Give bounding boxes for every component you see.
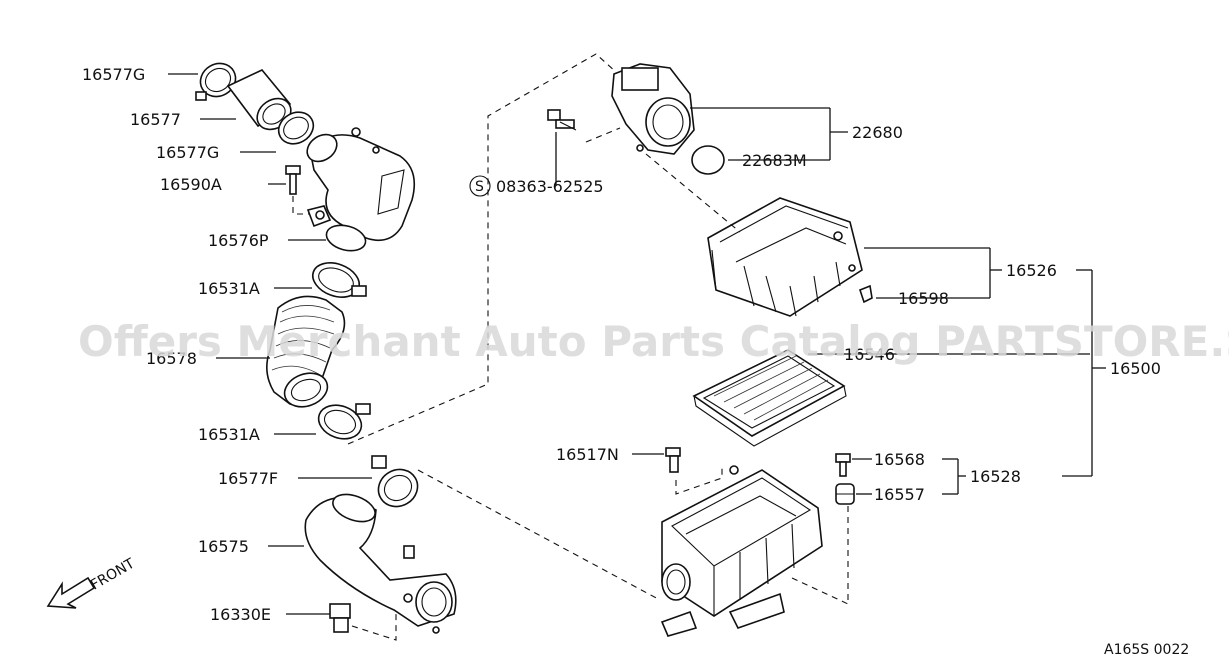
label-16526[interactable]: 16526 (1006, 261, 1057, 280)
clamp-16577g-top-part (195, 62, 237, 101)
duct-16575-part (304, 493, 457, 634)
clamp-16577f-part (371, 455, 419, 508)
label-16531a-lower[interactable]: 16531A (198, 425, 260, 444)
label-16531a-upper[interactable]: 16531A (198, 279, 260, 298)
label-16577f[interactable]: 16577F (218, 469, 278, 488)
label-16500[interactable]: 16500 (1110, 359, 1161, 378)
label-16577[interactable]: 16577 (130, 110, 181, 129)
label-16575[interactable]: 16575 (198, 537, 249, 556)
label-16517n[interactable]: 16517N (556, 445, 619, 464)
label-16330e[interactable]: 16330E (210, 605, 271, 624)
gasket-22683m-part (691, 145, 725, 175)
lower-case-16528-part (660, 465, 823, 637)
front-arrow-icon (46, 576, 96, 609)
label-16578[interactable]: 16578 (146, 349, 197, 368)
bolt-16517n-part (665, 447, 723, 495)
label-16528[interactable]: 16528 (970, 467, 1021, 486)
label-16577g-lower[interactable]: 16577G (156, 143, 219, 162)
screw-symbol-letter: S (475, 179, 484, 195)
label-16577g-top[interactable]: 16577G (82, 65, 145, 84)
sensor-16330e-part (329, 603, 397, 641)
label-22683m[interactable]: 22683M (742, 151, 807, 170)
air-flow-meter-22680-part (611, 63, 695, 155)
label-22680[interactable]: 22680 (852, 123, 903, 142)
label-08363-62525[interactable]: 08363-62525 (496, 177, 604, 196)
label-16568[interactable]: 16568 (874, 450, 925, 469)
upper-case-16526-part (707, 197, 863, 317)
filter-element-16546-part (692, 349, 847, 447)
grommet-16557-part (835, 483, 855, 505)
clamp-16531a-lower-part (317, 403, 371, 440)
diagram-code: A165S 0022 (1104, 642, 1189, 658)
bolt-08363-62525-part (547, 109, 577, 131)
watermark-text: Offers Merchant Auto Parts Catalog PARTS… (78, 317, 1229, 366)
label-16590a[interactable]: 16590A (160, 175, 222, 194)
clip-16598-part (859, 284, 873, 304)
clamp-16531a-upper-part (311, 262, 367, 298)
label-16598[interactable]: 16598 (898, 289, 949, 308)
bellows-hose-16578-part (266, 295, 346, 408)
front-label: FRONT (88, 555, 138, 593)
bolt-16568-part (835, 453, 851, 477)
bolt-16590a-part (285, 165, 332, 228)
screw-symbol: S (469, 175, 491, 197)
duct-16576p-part (306, 127, 416, 252)
label-16557[interactable]: 16557 (874, 485, 925, 504)
label-16576p[interactable]: 16576P (208, 231, 269, 250)
clamp-16577g-lower-part (277, 111, 315, 145)
label-16546[interactable]: 16546 (844, 345, 895, 364)
